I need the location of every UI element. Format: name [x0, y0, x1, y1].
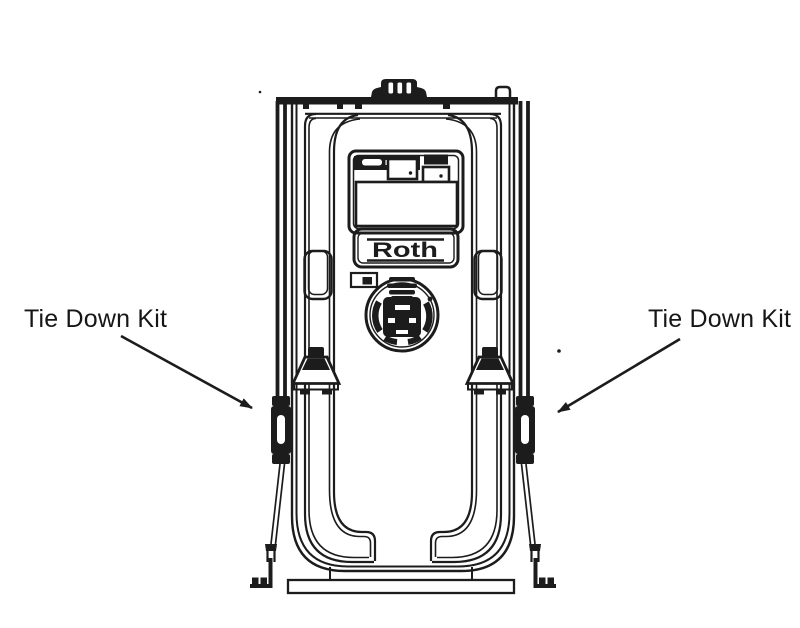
- tie-down-strap-left: [250, 101, 291, 588]
- face-channel-left: [303, 112, 377, 564]
- tank-top: [276, 79, 518, 109]
- tank-face-rim: [305, 112, 501, 119]
- turnbuckle-left: [271, 396, 291, 464]
- brand-plate: Roth: [349, 227, 460, 289]
- scan-speck: [258, 90, 262, 94]
- face-channel-right: [429, 112, 503, 564]
- vent-slot: [388, 82, 394, 94]
- tank-base-plate: [286, 578, 516, 595]
- strap-guide-right: [464, 347, 516, 395]
- tank-body-outline: [286, 104, 516, 595]
- instrument-panel: [347, 149, 465, 235]
- tie-down-label-right: Tie Down Kit: [648, 305, 792, 333]
- floor-bracket-right: [533, 558, 556, 588]
- vent-slot: [397, 82, 403, 94]
- small-fitting: [349, 271, 379, 289]
- strap-guide-left: [290, 347, 342, 395]
- tie-down-label-left: Tie Down Kit: [24, 305, 168, 333]
- handle-pocket-right: [473, 249, 503, 301]
- handle-pocket-left: [303, 249, 333, 301]
- vent-slot: [406, 82, 412, 94]
- turnbuckle-right: [515, 396, 535, 464]
- fill-valve: [364, 277, 440, 353]
- arrow-right: [557, 337, 681, 414]
- top-right-tab: [494, 85, 512, 99]
- gauge: [386, 157, 419, 181]
- floor-bracket-left: [250, 558, 273, 588]
- tie-down-strap-right: [515, 101, 556, 588]
- panel-label-area: [354, 180, 459, 228]
- brand-logo-text: Roth: [372, 239, 438, 262]
- scan-speck: [557, 349, 561, 353]
- arrow-left: [120, 334, 253, 410]
